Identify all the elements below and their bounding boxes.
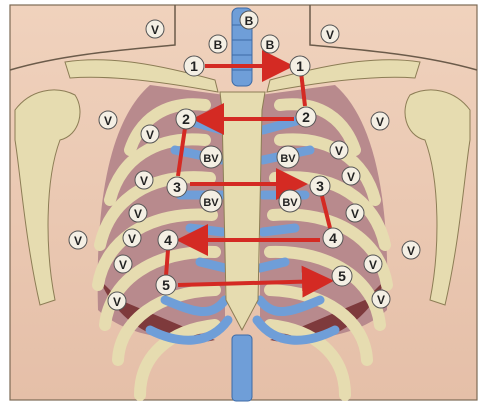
marker-bv-4: BV (279, 190, 301, 212)
marker-v-15: V (364, 255, 382, 273)
svg-text:V: V (151, 23, 159, 37)
point-left-4: 4 (158, 230, 178, 250)
svg-text:V: V (119, 258, 127, 272)
marker-v-1: V (146, 20, 164, 38)
svg-text:V: V (377, 293, 385, 307)
svg-text:BV: BV (203, 197, 219, 209)
svg-text:2: 2 (182, 111, 190, 127)
svg-text:V: V (113, 295, 121, 309)
svg-text:V: V (74, 234, 82, 248)
svg-text:V: V (140, 174, 148, 188)
point-left-5: 5 (156, 275, 176, 295)
svg-text:4: 4 (164, 232, 172, 248)
marker-bv-1: BV (200, 146, 222, 168)
marker-v-10: V (346, 204, 364, 222)
svg-text:V: V (326, 28, 334, 42)
marker-b-right: B (261, 35, 279, 53)
marker-v-6: V (330, 141, 348, 159)
svg-text:V: V (407, 244, 415, 258)
svg-text:2: 2 (302, 109, 310, 125)
svg-text:V: V (347, 170, 355, 184)
svg-text:V: V (104, 114, 112, 128)
marker-b-left: B (209, 35, 227, 53)
marker-v-3: V (99, 111, 117, 129)
marker-v-5: V (141, 125, 159, 143)
point-right-1: 1 (290, 56, 310, 76)
marker-v-8: V (342, 167, 360, 185)
marker-b-top: B (240, 11, 258, 29)
marker-v-2: V (321, 25, 339, 43)
point-left-2: 2 (176, 109, 196, 129)
svg-text:5: 5 (338, 268, 346, 284)
svg-text:B: B (245, 14, 254, 28)
point-right-5: 5 (332, 266, 352, 286)
marker-v-4: V (371, 112, 389, 130)
marker-bv-3: BV (200, 190, 222, 212)
point-right-4: 4 (323, 228, 343, 248)
marker-v-16: V (108, 292, 126, 310)
marker-v-14: V (114, 255, 132, 273)
svg-text:1: 1 (296, 58, 304, 74)
svg-text:BV: BV (203, 153, 219, 165)
marker-v-11: V (123, 229, 141, 247)
svg-text:V: V (376, 115, 384, 129)
svg-text:5: 5 (162, 277, 170, 293)
svg-text:1: 1 (190, 58, 198, 74)
point-left-3: 3 (167, 177, 187, 197)
point-left-1: 1 (184, 56, 204, 76)
marker-v-13: V (402, 241, 420, 259)
sternum (220, 92, 265, 330)
svg-text:V: V (146, 128, 154, 142)
svg-text:V: V (351, 207, 359, 221)
lower-spine (232, 335, 252, 401)
svg-text:V: V (369, 258, 377, 272)
marker-v-12: V (69, 231, 87, 249)
point-right-2: 2 (296, 107, 316, 127)
svg-text:3: 3 (316, 178, 324, 194)
svg-text:B: B (214, 38, 223, 52)
marker-v-7: V (135, 171, 153, 189)
marker-v-9: V (129, 204, 147, 222)
svg-text:V: V (134, 207, 142, 221)
marker-v-17: V (372, 290, 390, 308)
svg-text:4: 4 (329, 230, 337, 246)
svg-text:BV: BV (282, 197, 298, 209)
point-right-3: 3 (310, 176, 330, 196)
marker-bv-2: BV (277, 146, 299, 168)
svg-text:B: B (266, 38, 275, 52)
svg-text:V: V (335, 144, 343, 158)
svg-text:BV: BV (280, 153, 296, 165)
svg-text:3: 3 (173, 179, 181, 195)
svg-text:V: V (128, 232, 136, 246)
